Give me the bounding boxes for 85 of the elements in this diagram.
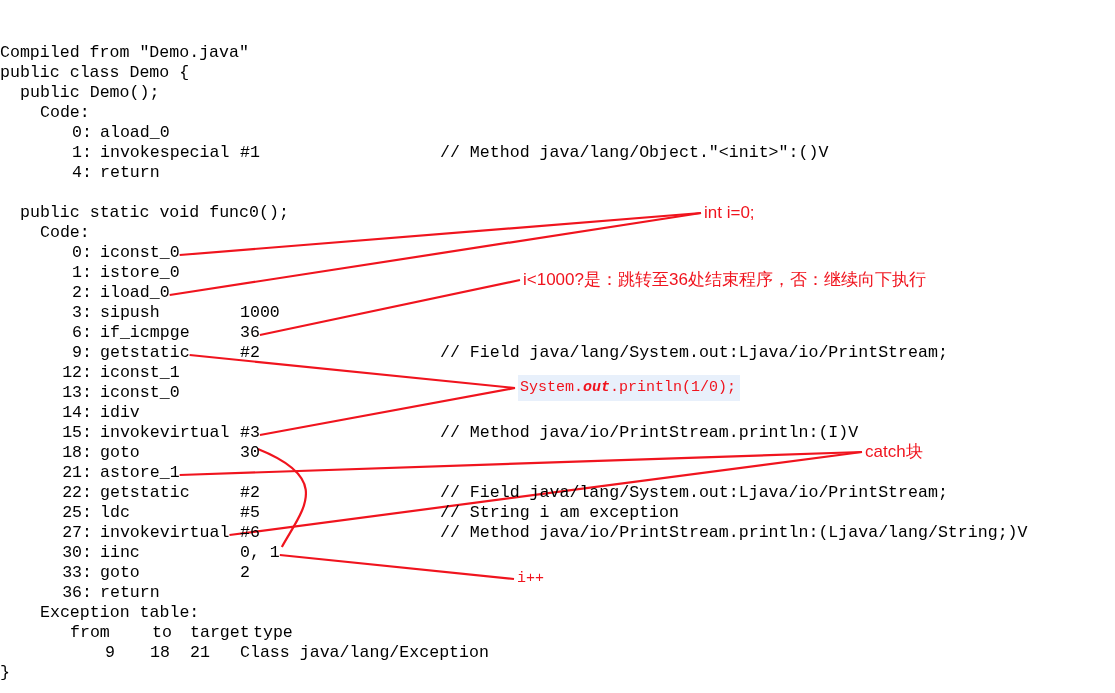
line-number: 22: (62, 483, 92, 503)
code-text: 2 (240, 563, 250, 583)
leader-line (279, 553, 515, 581)
code-text: type (253, 623, 293, 643)
code-text: } (0, 663, 10, 683)
code-text: idiv (100, 403, 140, 423)
annotation-text: int i=0; (704, 202, 755, 224)
line-number: 27: (62, 523, 92, 543)
line-number: 6: (72, 323, 92, 343)
line-number: 25: (62, 503, 92, 523)
code-text: 30 (240, 443, 260, 463)
line-number: 3: (72, 303, 92, 323)
line-number: 9: (72, 343, 92, 363)
code-comment: // String i am exception (440, 503, 679, 523)
code-text: iconst_1 (100, 363, 180, 383)
code-text: #2 (240, 483, 260, 503)
code-text: #3 (240, 423, 260, 443)
code-comment: // Method java/io/PrintStream.println:(I)V (440, 423, 859, 443)
line-number: 14: (62, 403, 92, 423)
line-number: 1: (72, 143, 92, 163)
line-number: 12: (62, 363, 92, 383)
leader-line (169, 211, 702, 297)
code-text: #1 (240, 143, 260, 163)
code-text: invokespecial (100, 143, 230, 163)
line-number: 33: (62, 563, 92, 583)
line-number: 13: (62, 383, 92, 403)
code-text: 21 (190, 643, 210, 663)
code-text: Code: (40, 103, 90, 123)
code-text: astore_1 (100, 463, 180, 483)
code-text: Exception table: (40, 603, 200, 623)
code-text: Code: (40, 223, 90, 243)
line-number: 21: (62, 463, 92, 483)
code-text: if_icmpge (100, 323, 190, 343)
code-text: getstatic (100, 343, 190, 363)
code-text: iconst_0 (100, 243, 180, 263)
line-number: 2: (72, 283, 92, 303)
line-number: 18: (62, 443, 92, 463)
code-text: invokevirtual (100, 423, 230, 443)
code-comment: // Field java/lang/System.out:Ljava/io/PrintStream; (440, 483, 948, 503)
line-number: 0: (72, 243, 92, 263)
code-text: 0, 1 (240, 543, 280, 563)
annotation-text: catch块 (865, 441, 923, 463)
line-number: 36: (62, 583, 92, 603)
code-text: 18 (150, 643, 170, 663)
code-text: goto (100, 563, 140, 583)
leader-line (259, 278, 521, 337)
code-comment: // Field java/lang/System.out:Ljava/io/PrintStream; (440, 343, 948, 363)
code-text: sipush (100, 303, 160, 323)
code-text: 36 (240, 323, 260, 343)
leader-line (257, 448, 307, 548)
code-text: from (70, 623, 110, 643)
code-text: invokevirtual (100, 523, 230, 543)
code-text: iinc (100, 543, 140, 563)
annotation-text: i<1000?是：跳转至36处结束程序，否：继续向下执行 (523, 269, 926, 291)
code-text: istore_0 (100, 263, 180, 283)
code-text: iload_0 (100, 283, 170, 303)
code-text: Class java/lang/Exception (240, 643, 489, 663)
line-number: 15: (62, 423, 92, 443)
leader-line (229, 450, 863, 537)
line-number: 4: (72, 163, 92, 183)
code-text: ldc (100, 503, 130, 523)
code-text: #5 (240, 503, 260, 523)
code-text: 9 (105, 643, 115, 663)
code-snippet-highlight: System.out.println(1/0); (518, 375, 741, 401)
code-text: return (100, 163, 160, 183)
code-text: goto (100, 443, 140, 463)
code-text: return (100, 583, 160, 603)
code-text: #2 (240, 343, 260, 363)
code-text: public Demo(); (20, 83, 160, 103)
line-number: 0: (72, 123, 92, 143)
line-number: 30: (62, 543, 92, 563)
code-text: 1000 (240, 303, 280, 323)
code-text: target (190, 623, 250, 643)
code-comment: // Method java/io/PrintStream.println:(Ljava/lang/String;)V (440, 523, 1028, 543)
code-comment: // Method java/lang/Object."<init>":()V (440, 143, 829, 163)
code-text: iconst_0 (100, 383, 180, 403)
annotation-text: i++ (517, 568, 544, 590)
leader-line (259, 386, 516, 437)
line-number: 1: (72, 263, 92, 283)
code-text: aload_0 (100, 123, 170, 143)
code-text: public class Demo { (0, 63, 190, 83)
code-text: getstatic (100, 483, 190, 503)
code-text: public static void func0(); (20, 203, 289, 223)
code-text: to (152, 623, 172, 643)
code-text: Compiled from "Demo.java" (0, 43, 249, 63)
